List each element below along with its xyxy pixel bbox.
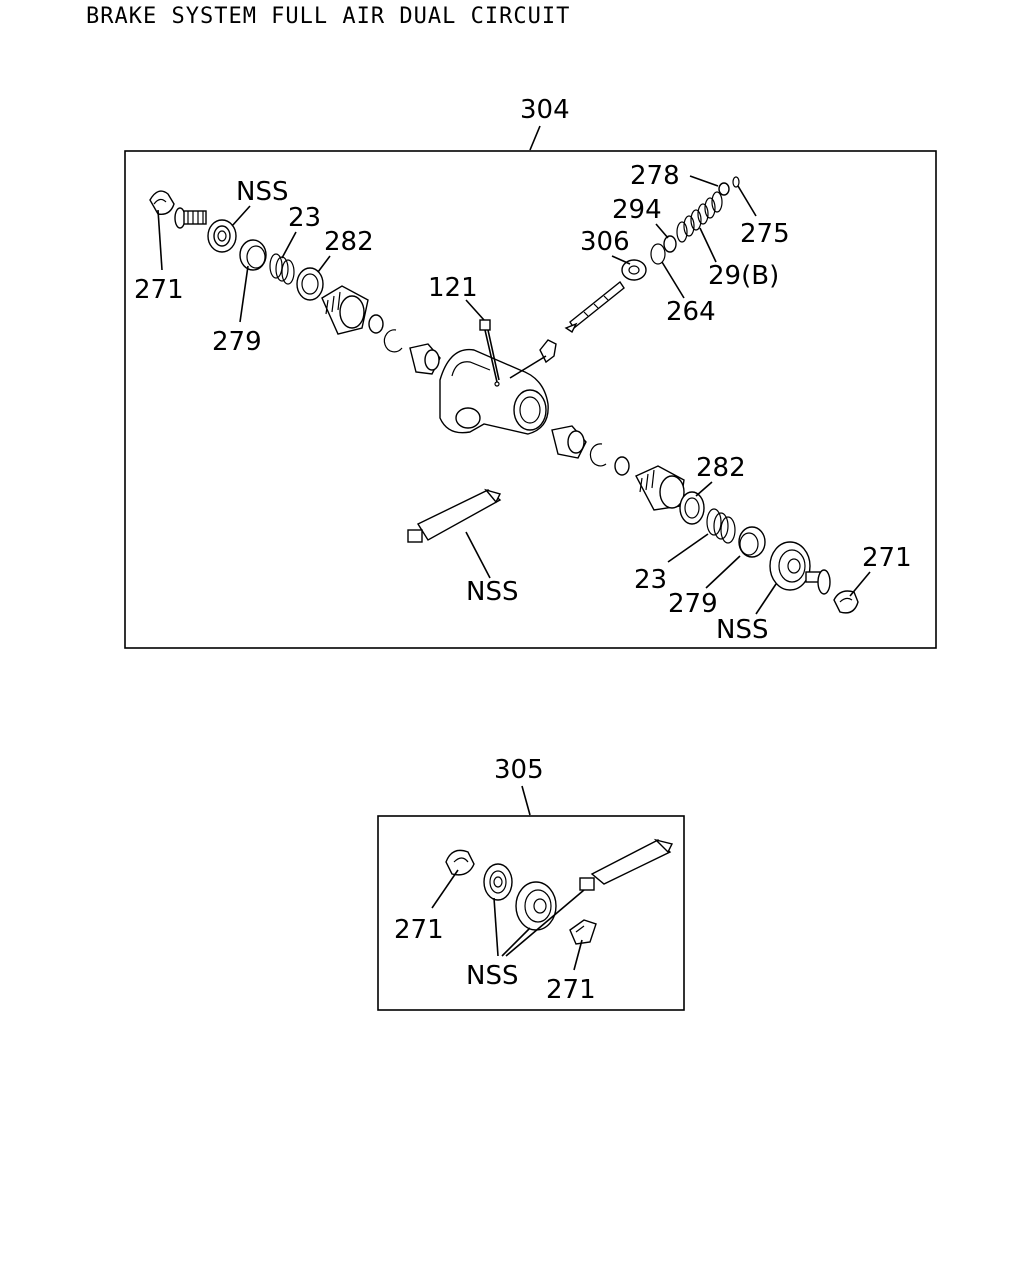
spring-part-23-bottom (706, 508, 736, 544)
piston-part-top (321, 285, 369, 335)
washer-part-278 (718, 182, 730, 196)
seat-part-306 (621, 259, 647, 281)
bolt-part-top-left (174, 207, 207, 229)
seal-part-nss-top-left (207, 219, 237, 253)
label-nss-bottom-right[interactable]: NSS (716, 615, 768, 645)
kit-304-frame (124, 150, 937, 649)
label-294[interactable]: 294 (612, 195, 662, 225)
label-275[interactable]: 275 (740, 219, 790, 249)
spring-part-29b (676, 191, 723, 243)
stem-part (564, 280, 625, 334)
kit-304-group: 304 (124, 95, 937, 649)
kit-305-number[interactable]: 305 (494, 755, 544, 785)
diaphragm-part-nss-bottom (769, 541, 811, 591)
label-nss-305[interactable]: NSS (466, 961, 518, 991)
kit-305-frame (377, 815, 685, 1011)
guide-part-294 (663, 235, 677, 253)
cup-part-279-bottom (738, 526, 766, 558)
bracket-part-center (509, 339, 557, 379)
snap-ring-part-bottom (589, 443, 607, 467)
label-264[interactable]: 264 (666, 297, 716, 327)
label-306[interactable]: 306 (580, 227, 630, 257)
spring-part-23-top (269, 253, 295, 285)
label-278[interactable]: 278 (630, 161, 680, 191)
ring-part-bottom (614, 456, 630, 476)
label-279-top[interactable]: 279 (212, 327, 262, 357)
screw-part-121 (479, 319, 500, 383)
label-271-left[interactable]: 271 (394, 915, 444, 945)
clip-part-271-right (569, 919, 597, 945)
label-29b[interactable]: 29(B) (708, 261, 779, 291)
label-23-top[interactable]: 23 (288, 203, 321, 233)
label-271-right[interactable]: 271 (546, 975, 596, 1005)
washer-part-282-top (296, 267, 324, 301)
page-title: BRAKE SYSTEM FULL AIR DUAL CIRCUIT (86, 4, 571, 29)
valve-body (439, 348, 549, 435)
o-ring-part-264 (650, 243, 666, 265)
label-121[interactable]: 121 (428, 273, 478, 303)
kit-305-group: 305 271 NSS 271 (377, 755, 685, 1011)
cup-part-279-top (239, 239, 267, 271)
label-279-bottom[interactable]: 279 (668, 589, 718, 619)
diaphragm-part-nss-305 (515, 881, 557, 931)
grease-tube-part-305 (579, 838, 674, 891)
label-nss-tube[interactable]: NSS (466, 577, 518, 607)
seal-part-nss-305 (483, 863, 513, 901)
clip-part-271-bottom-right (833, 590, 859, 614)
clip-part-271-top-left (149, 190, 175, 215)
label-282-bottom[interactable]: 282 (696, 453, 746, 483)
plunger-part-top (409, 343, 441, 375)
ring-part-275 (732, 176, 740, 188)
grease-tube-part-304 (407, 488, 502, 579)
clip-part-271-left (445, 849, 475, 876)
label-23-bottom[interactable]: 23 (634, 565, 667, 595)
plunger-part-bottom (551, 425, 587, 459)
bolt-part-bottom-right (805, 569, 831, 595)
label-nss-top-left[interactable]: NSS (236, 177, 288, 207)
label-282-top[interactable]: 282 (324, 227, 374, 257)
snap-ring-part-top (383, 329, 403, 353)
ring-part-top (368, 314, 384, 334)
kit-304-leader (529, 125, 541, 151)
piston-part-bottom (635, 465, 685, 511)
kit-305-leader (521, 785, 531, 816)
label-271-bottom-right[interactable]: 271 (862, 543, 912, 573)
washer-part-282-bottom (679, 491, 705, 525)
kit-304-number[interactable]: 304 (520, 95, 570, 125)
label-271-top-left[interactable]: 271 (134, 275, 184, 305)
